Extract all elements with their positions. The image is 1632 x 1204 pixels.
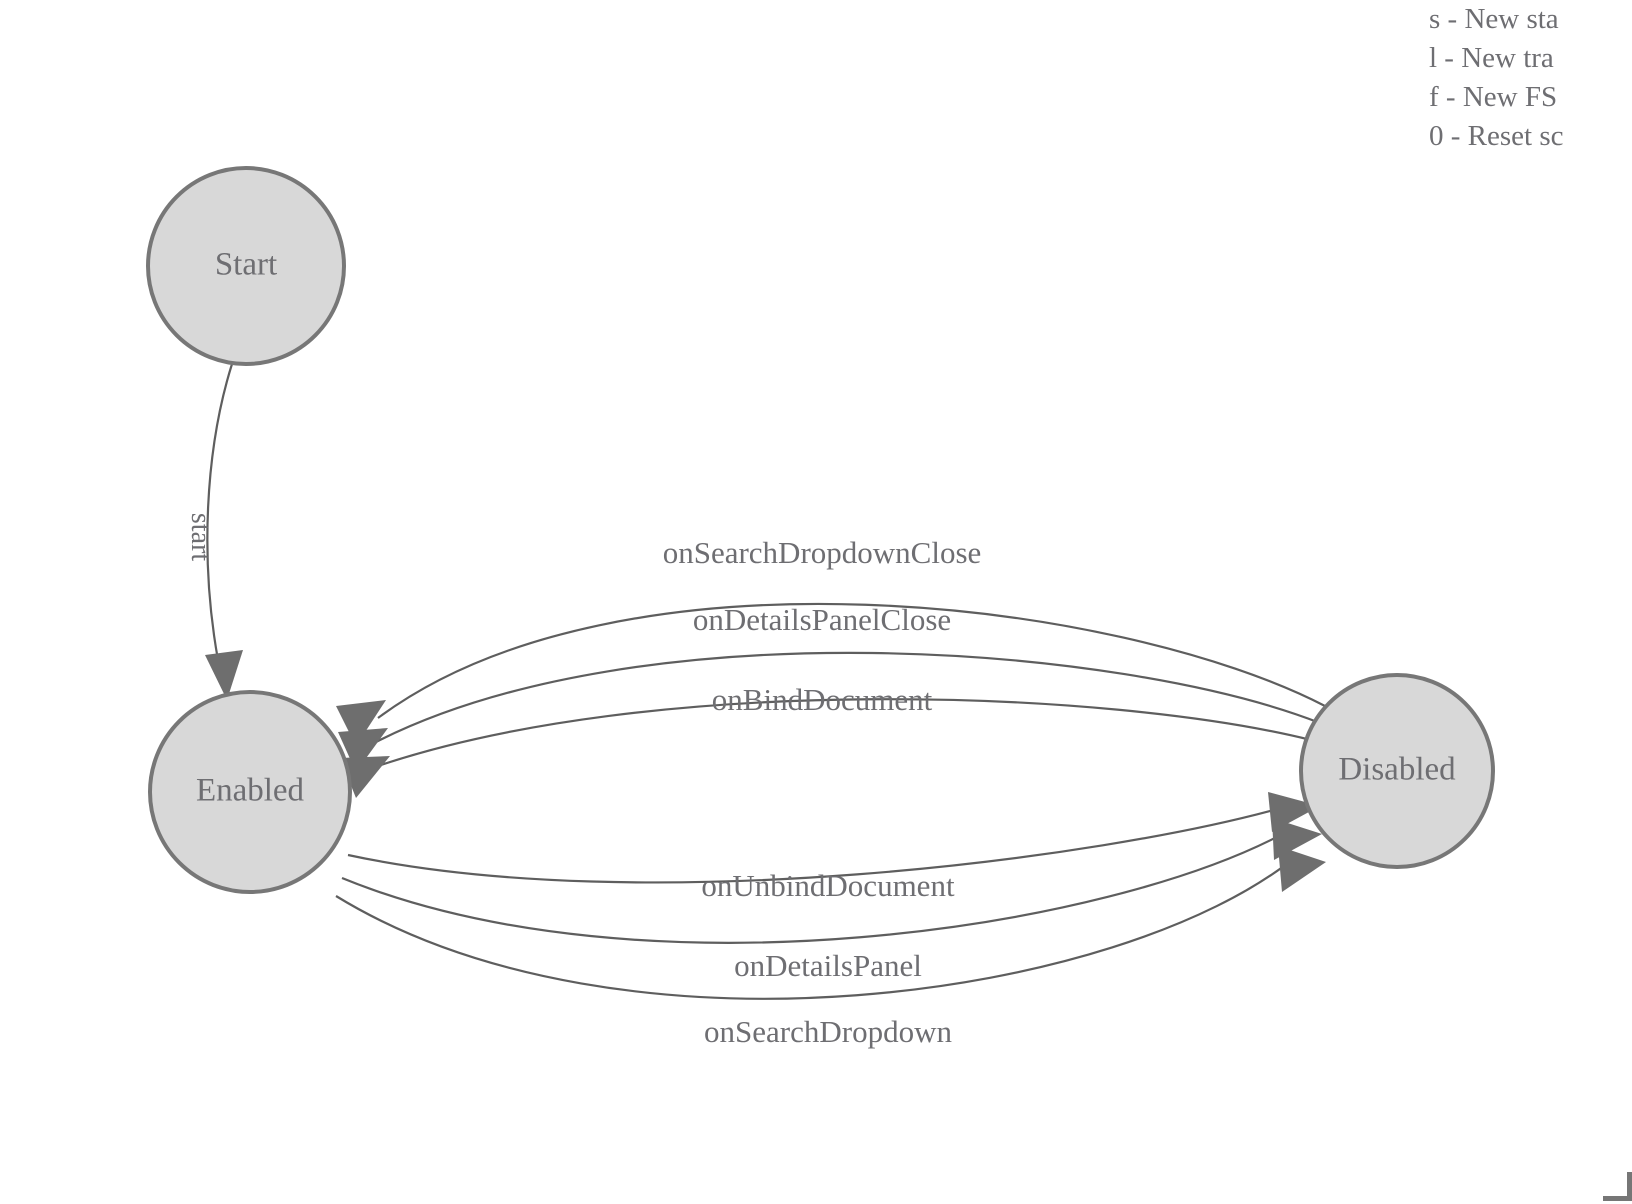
edge-path-start — [206, 363, 234, 661]
arrow-head-onDetailsPanelClose — [338, 728, 388, 772]
edge-path-onSearchDropdown — [335, 855, 1298, 1000]
edge-label-onSearchDropdownClose: onSearchDropdownClose — [663, 535, 982, 570]
arrow-head-onSearchDropdown — [1278, 846, 1326, 892]
arrow-head-onSearchDropdownClose — [336, 700, 386, 746]
edge-label-start: start — [185, 513, 216, 561]
edge-path-onBindDocument — [371, 698, 1312, 770]
node-enabled-circle[interactable] — [148, 690, 352, 894]
node-disabled[interactable]: Disabled — [1299, 673, 1495, 869]
node-start[interactable]: Start — [146, 166, 346, 366]
node-start-circle[interactable] — [146, 166, 346, 366]
arrow-head-start — [205, 650, 243, 700]
horizontal-scrollbar[interactable] — [1603, 1196, 1632, 1201]
edge-label-onDetailsPanelClose: onDetailsPanelClose — [693, 602, 951, 637]
keyboard-help-overlay: s - New sta l - New tra f - New FS 0 - R… — [1429, 0, 1632, 156]
node-disabled-label: Disabled — [1338, 752, 1456, 788]
node-enabled[interactable]: Enabled — [148, 690, 352, 894]
help-line-new-transition: l - New tra — [1429, 42, 1554, 74]
edge-label-onSearchDropdown: onSearchDropdown — [704, 1014, 952, 1049]
edge-path-onSearchDropdownClose — [377, 602, 1326, 719]
edge-path-onDetailsPanel — [341, 829, 1291, 944]
edge-path-onUnbindDocument — [347, 804, 1289, 884]
arrow-head-onBindDocument — [340, 756, 390, 798]
node-start-label: Start — [215, 247, 277, 283]
edge-enabled-to-disabled-search-dropdown[interactable] — [335, 846, 1326, 1000]
edge-start-to-enabled[interactable] — [205, 363, 243, 700]
help-line-new-fsm: f - New FS — [1429, 81, 1558, 113]
edge-path-onDetailsPanelClose — [375, 651, 1321, 743]
node-enabled-label: Enabled — [196, 773, 305, 809]
vertical-scrollbar[interactable] — [1627, 1172, 1632, 1201]
edge-disabled-to-enabled-search-dropdown-close[interactable] — [336, 602, 1326, 746]
edge-label-onBindDocument: onBindDocument — [712, 682, 933, 717]
help-line-reset: 0 - Reset sc — [1429, 120, 1564, 152]
edge-disabled-to-enabled-bind-document[interactable] — [340, 698, 1312, 798]
node-disabled-circle[interactable] — [1299, 673, 1495, 869]
help-line-new-state: s - New sta — [1429, 3, 1559, 35]
edge-label-onDetailsPanel: onDetailsPanel — [734, 948, 922, 983]
edge-disabled-to-enabled-details-panel-close[interactable] — [338, 651, 1321, 772]
edge-label-onUnbindDocument: onUnbindDocument — [701, 868, 955, 903]
